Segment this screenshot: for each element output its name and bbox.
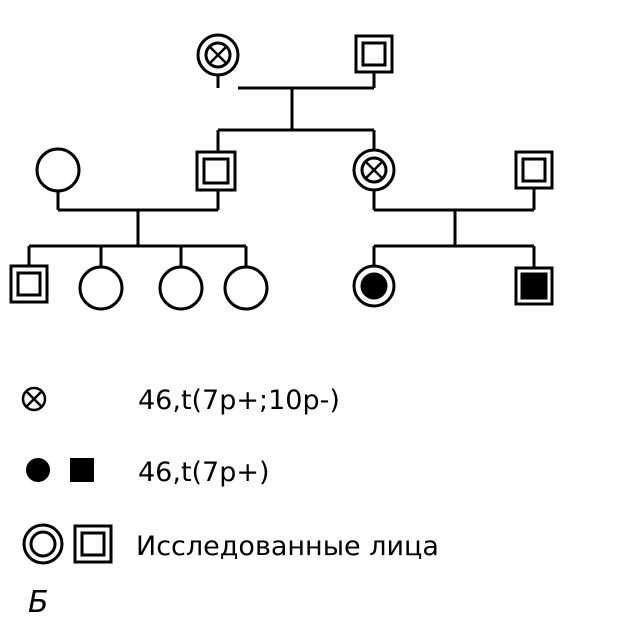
individual-II-1 bbox=[35, 147, 81, 193]
individual-I-1 bbox=[196, 33, 240, 77]
individual-III-4 bbox=[223, 265, 269, 311]
legend-carrier-label: 46,t(7p+;10p-) bbox=[138, 385, 340, 416]
individual-III-6 bbox=[514, 266, 554, 306]
individual-II-3 bbox=[352, 148, 396, 192]
individual-III-3 bbox=[158, 265, 204, 311]
legend-affected-symbols bbox=[26, 458, 94, 482]
legend-examined-label: Исследованные лица bbox=[136, 531, 439, 562]
legend-examined-symbols bbox=[22, 523, 113, 565]
legend-carrier-symbol bbox=[21, 386, 47, 412]
individual-III-2 bbox=[78, 265, 124, 311]
individual-III-5 bbox=[352, 264, 396, 308]
individual-II-2 bbox=[195, 150, 237, 192]
individual-III-1 bbox=[9, 264, 49, 304]
individual-II-4 bbox=[514, 150, 554, 190]
individual-I-2 bbox=[354, 34, 394, 74]
panel-label: Б bbox=[28, 585, 49, 620]
legend-affected-label: 46,t(7p+) bbox=[138, 457, 270, 488]
